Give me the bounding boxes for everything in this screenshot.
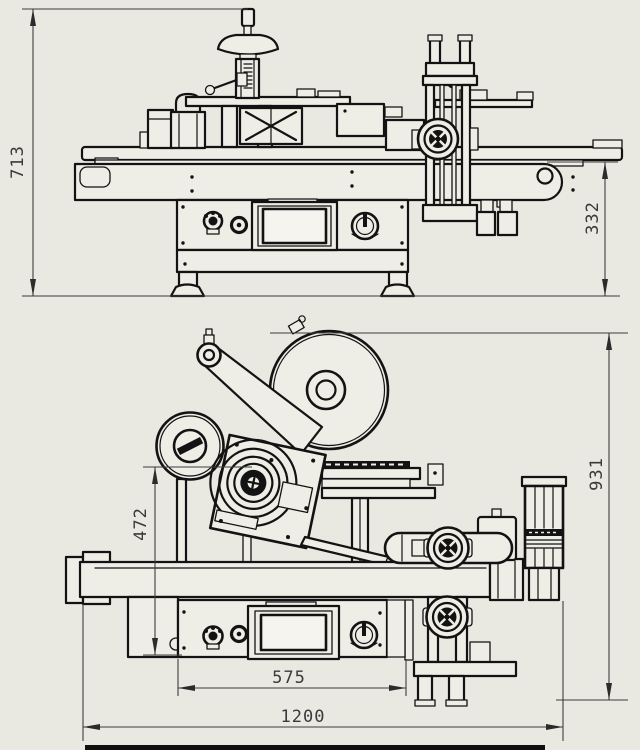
right-support-blocks [475,199,519,237]
screw-dots [181,170,575,266]
dimension-931: 931 [270,332,628,701]
frame-end-hole [536,167,554,185]
screw-dots-front [182,610,382,650]
emergency-stop-button [202,210,224,235]
front-conveyor [64,550,525,606]
foot-left [169,270,206,298]
front-view: 931 472 575 1200 [64,315,628,741]
height-adjust-column [204,7,280,100]
power-button [229,215,249,235]
dim-332-label: 332 [583,201,603,235]
front-view-machine [64,315,568,707]
dimension-472: 472 [131,466,252,656]
dimension-1200: 1200 [82,601,564,741]
dim-1200-label: 1200 [281,707,326,727]
plate-rivets [218,442,316,540]
upper-handwheel [423,526,473,570]
dimension-713: 713 [8,8,248,296]
guide-roller [196,328,222,368]
slide-handwheel [416,117,460,161]
applicator-plate [208,433,327,550]
touch-screen [250,198,339,252]
lower-handwheel [422,595,473,639]
lower-bracket [386,595,518,707]
rewind-reel [155,411,225,481]
cross-adjuster [238,106,304,146]
reel-hub [305,369,347,411]
column-handwheel [216,33,280,56]
striped-column [520,475,568,602]
dim-931-label: 931 [587,457,607,491]
speed-dial-front [349,620,379,650]
conveyor-frame [73,162,564,202]
photo-border-strip [85,745,545,750]
frame-slot-hole [79,166,111,188]
column-knob [240,7,256,28]
table-rail-end-tab [592,139,623,149]
dim-472-label: 472 [131,507,151,541]
front-cabinet [126,595,406,661]
emergency-stop-button-front [202,625,224,650]
dim-575-label: 575 [272,668,306,688]
dim-713-label: 713 [8,145,28,179]
touch-screen-front [246,601,341,661]
reel-support-column [175,477,188,565]
power-button-front [229,624,249,644]
cabinet-base-band [175,248,410,274]
speed-dial [350,211,380,241]
mount-bar [184,95,352,108]
side-view: 713 332 [8,7,624,298]
applicator-rails [320,461,444,500]
foot-right [379,270,416,298]
side-view-machine [73,7,624,298]
dimension-332: 332 [547,161,618,296]
dimension-575: 575 [177,659,407,696]
slide-bracket [411,34,479,223]
